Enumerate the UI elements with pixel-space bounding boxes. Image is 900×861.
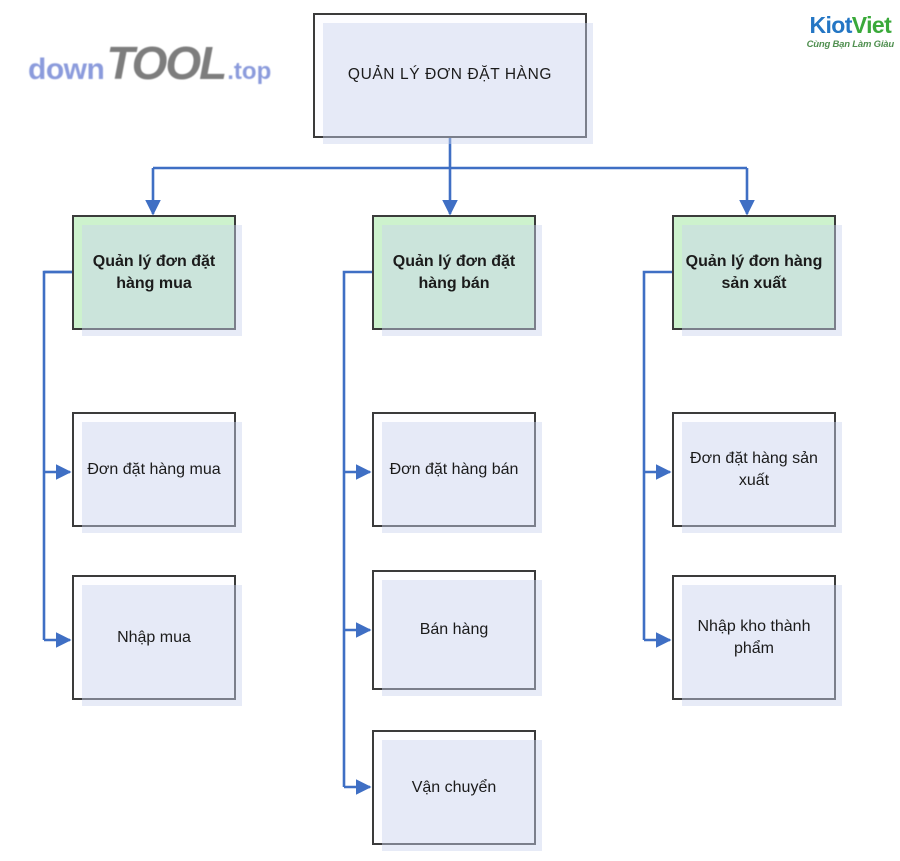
- node-nhap-kho-thanh-pham[interactable]: Nhập kho thành phẩm: [672, 575, 842, 706]
- wire-col2-trunk: [342, 270, 372, 787]
- wire-col3-trunk: [642, 270, 672, 640]
- node-don-dat-hang-mua-label: Đơn đặt hàng mua: [87, 460, 221, 478]
- downtool-watermark: down TOOL .top: [28, 36, 271, 90]
- node-don-dat-hang-ban[interactable]: Đơn đặt hàng bán: [372, 412, 542, 533]
- kiotviet-wordmark: KiotViet: [807, 14, 894, 37]
- node-ban-hang-label: Bán hàng: [419, 621, 489, 639]
- node-quan-ly-don-dat-hang-ban[interactable]: Quản lý đơn đặt hàng bán: [372, 215, 542, 336]
- node-root-label: QUẢN LÝ ĐƠN ĐẶT HÀNG: [347, 66, 553, 84]
- node-root[interactable]: QUẢN LÝ ĐƠN ĐẶT HÀNG: [313, 13, 593, 144]
- kiotviet-logo: KiotViet Cùng Bạn Làm Giàu: [806, 14, 895, 51]
- node-don-dat-hang-mua[interactable]: Đơn đặt hàng mua: [72, 412, 242, 533]
- node-van-chuyen-label: Vận chuyển: [411, 778, 497, 796]
- node-nhap-kho-thanh-pham-label: Nhập kho thành phẩm: [697, 617, 811, 657]
- kiotviet-wordmark-viet: Viet: [851, 12, 892, 38]
- watermark-text-down: down: [28, 53, 105, 86]
- watermark-text-top: .top: [227, 58, 272, 85]
- node-quan-ly-don-hang-san-xuat[interactable]: Quản lý đơn hàng sản xuất: [672, 215, 842, 336]
- kiotviet-tagline: Cùng Bạn Làm Giàu: [806, 39, 895, 50]
- node-nhap-mua[interactable]: Nhập mua: [72, 575, 242, 706]
- node-nhap-mua-label: Nhập mua: [117, 628, 191, 646]
- node-quan-ly-don-hang-san-xuat-label: Quản lý đơn hàng sản xuất: [685, 252, 823, 292]
- wire-col1-trunk: [42, 270, 72, 640]
- node-don-dat-hang-ban-label: Đơn đặt hàng bán: [389, 460, 519, 478]
- node-quan-ly-don-dat-hang-mua[interactable]: Quản lý đơn đặt hàng mua: [72, 215, 242, 336]
- node-van-chuyen[interactable]: Vận chuyển: [372, 730, 542, 851]
- node-quan-ly-don-dat-hang-mua-label: Quản lý đơn đặt hàng mua: [92, 252, 216, 292]
- node-ban-hang[interactable]: Bán hàng: [372, 570, 542, 696]
- watermark-text-tool: TOOL: [106, 37, 227, 89]
- node-don-dat-hang-san-xuat-label: Đơn đặt hàng sản xuất: [690, 449, 818, 489]
- node-quan-ly-don-dat-hang-ban-label: Quản lý đơn đặt hàng bán: [392, 252, 516, 292]
- node-don-dat-hang-san-xuat[interactable]: Đơn đặt hàng sản xuất: [672, 412, 842, 533]
- kiotviet-wordmark-kiot: Kiot: [809, 12, 852, 38]
